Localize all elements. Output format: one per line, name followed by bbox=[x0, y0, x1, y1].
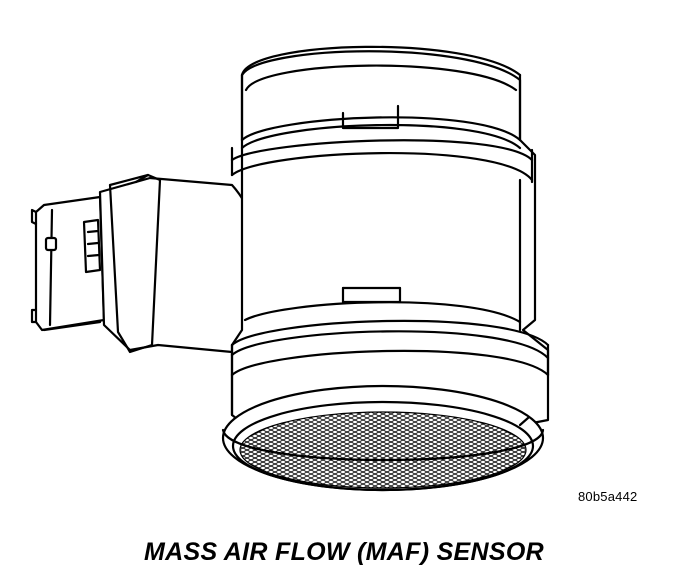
mesh-line bbox=[240, 412, 248, 488]
mesh-line bbox=[334, 412, 526, 488]
mesh-line bbox=[390, 412, 526, 488]
mesh-line bbox=[240, 412, 464, 488]
figure-reference-code: 80b5a442 bbox=[578, 489, 638, 504]
mesh-line bbox=[240, 412, 432, 488]
mesh-line bbox=[240, 412, 480, 488]
mesh-line bbox=[294, 412, 526, 488]
mesh-line bbox=[240, 412, 256, 488]
mesh-line bbox=[318, 412, 526, 488]
mesh-line bbox=[0, 390, 191, 510]
mesh-line bbox=[240, 412, 392, 488]
mesh-line bbox=[240, 412, 448, 488]
mesh-line bbox=[326, 412, 526, 488]
mesh-line bbox=[366, 412, 526, 488]
screen-mesh bbox=[0, 390, 526, 510]
mesh-line bbox=[0, 390, 239, 510]
figure-caption: MASS AIR FLOW (MAF) SENSOR bbox=[144, 538, 544, 566]
mesh-line bbox=[262, 412, 504, 488]
mesh-line bbox=[0, 390, 207, 510]
mesh-line bbox=[358, 412, 526, 488]
mesh-line bbox=[0, 390, 191, 510]
mesh-line bbox=[0, 390, 231, 510]
mesh-line bbox=[0, 390, 215, 510]
mesh-line bbox=[310, 412, 526, 488]
mesh-line bbox=[240, 412, 368, 488]
mesh-line bbox=[374, 412, 526, 488]
mesh-line bbox=[240, 412, 408, 488]
mesh-line bbox=[240, 412, 376, 488]
mesh-line bbox=[350, 412, 526, 488]
mesh-line bbox=[240, 412, 424, 488]
mesh-line bbox=[240, 412, 248, 488]
mesh-line bbox=[254, 412, 496, 488]
mesh-line bbox=[0, 390, 223, 510]
mesh-line bbox=[240, 412, 416, 488]
mesh-line bbox=[0, 390, 231, 510]
mesh-line bbox=[0, 390, 199, 510]
mounting-flange bbox=[98, 173, 264, 354]
mesh-line bbox=[0, 390, 215, 510]
mesh-line bbox=[240, 412, 472, 488]
mesh-line bbox=[302, 412, 526, 488]
mesh-line bbox=[270, 412, 512, 488]
mesh-line bbox=[0, 390, 223, 510]
mesh-line bbox=[240, 412, 256, 488]
mesh-line bbox=[240, 412, 400, 488]
mesh-line bbox=[342, 412, 526, 488]
mesh-line bbox=[398, 412, 526, 488]
mesh-line bbox=[286, 412, 526, 488]
detail-marks bbox=[518, 416, 530, 427]
sensor-body bbox=[230, 45, 550, 427]
mesh-line bbox=[278, 412, 520, 488]
inlet-screen bbox=[0, 384, 545, 510]
mesh-line bbox=[0, 390, 199, 510]
mesh-line bbox=[240, 412, 456, 488]
mesh-line bbox=[246, 412, 488, 488]
mesh-line bbox=[0, 390, 183, 510]
mesh-line bbox=[240, 412, 440, 488]
mesh-line bbox=[0, 390, 183, 510]
mesh-line bbox=[0, 390, 239, 510]
mesh-line bbox=[0, 390, 207, 510]
